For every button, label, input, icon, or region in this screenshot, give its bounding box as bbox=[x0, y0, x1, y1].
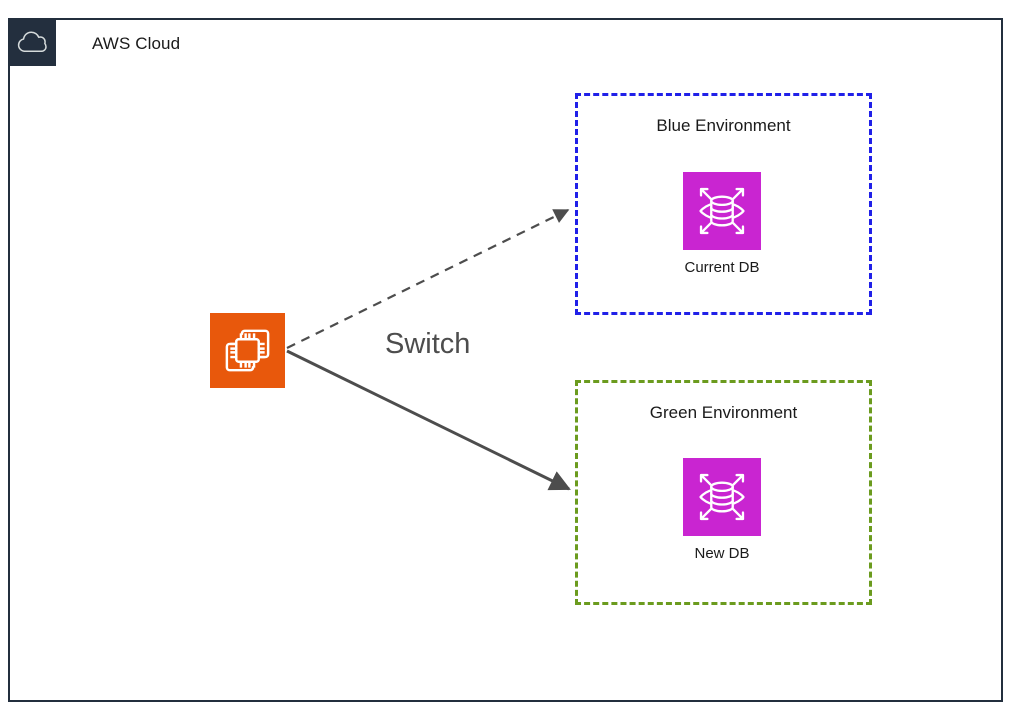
green-environment-group: Green Environment bbox=[575, 380, 872, 605]
aws-cloud-icon bbox=[17, 31, 47, 53]
switch-label: Switch bbox=[385, 328, 471, 360]
aws-database-scaling-icon bbox=[683, 458, 761, 536]
blue-environment-group: Blue Environment bbox=[575, 93, 872, 315]
aws-ec2-instances-icon bbox=[209, 313, 285, 388]
aws-cloud-title: AWS Cloud bbox=[92, 34, 181, 53]
node-current-db[interactable]: Current DB bbox=[642, 172, 802, 276]
aws-database-scaling-icon bbox=[683, 172, 761, 250]
current-db-label: Current DB bbox=[684, 259, 760, 276]
green-environment-title: Green Environment bbox=[649, 403, 798, 422]
node-new-db[interactable]: New DB bbox=[642, 458, 802, 562]
node-ec2-instances[interactable] bbox=[172, 313, 322, 388]
aws-cloud-badge bbox=[8, 18, 56, 66]
blue-environment-title: Blue Environment bbox=[656, 116, 791, 135]
new-db-label: New DB bbox=[694, 545, 750, 562]
